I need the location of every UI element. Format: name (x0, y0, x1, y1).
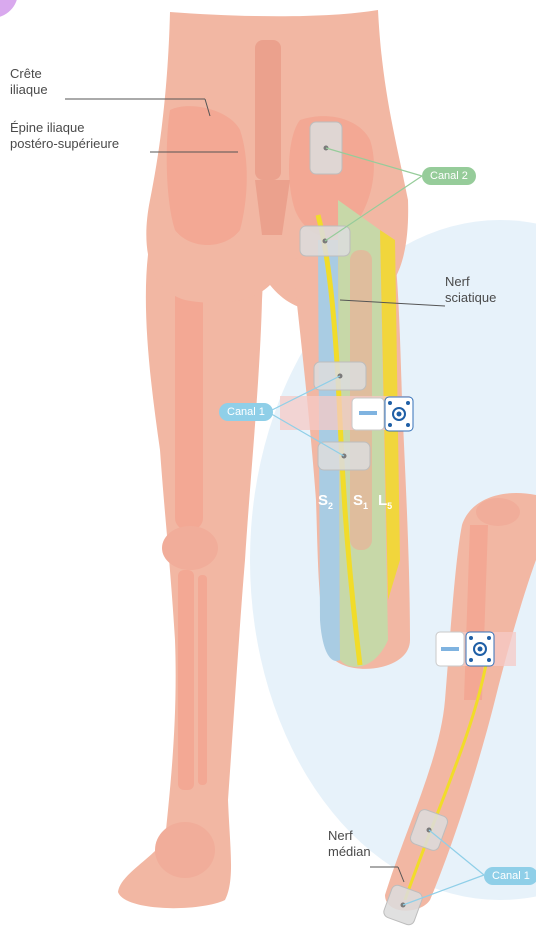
root-l5-label: L5 (378, 492, 392, 511)
stimulator-device-leg (352, 397, 413, 431)
root-s1-label: S1 (353, 492, 368, 511)
left-leg (118, 240, 265, 908)
channel-1-badge-arm: Canal 1 (484, 867, 536, 885)
root-s2-label: S2 (318, 492, 333, 511)
channel-2-badge: Canal 2 (422, 167, 476, 185)
corner-accent (0, 0, 18, 18)
channel-1-badge-leg: Canal 1 (219, 403, 273, 421)
